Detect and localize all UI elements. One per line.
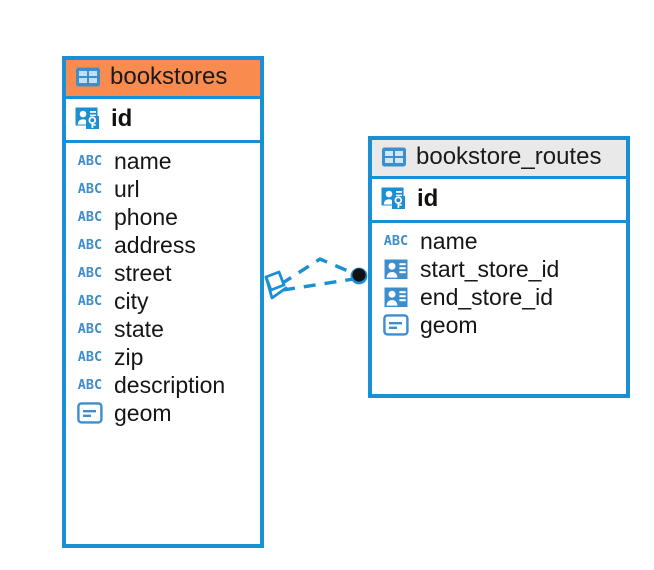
entity-bookstores-header[interactable]: bookstores [66,60,260,96]
field-row[interactable]: ABC url [75,176,252,204]
field-row[interactable]: ABC name [75,148,252,176]
field-row[interactable]: ABC city [75,288,252,316]
entity-bookstores[interactable]: bookstores id [62,56,264,548]
field-name: address [114,231,196,258]
primary-key-icon [75,107,102,130]
field-row[interactable]: end_store_id [381,284,618,312]
field-row[interactable]: ABC address [75,232,252,260]
table-icon [75,66,101,88]
text-type-icon: ABC [77,208,103,225]
field-row[interactable]: ABC street [75,260,252,288]
entity-bookstore-routes-primary-key-label: id [417,184,439,212]
text-type-icon: ABC [77,152,103,169]
entity-bookstore-routes-title: bookstore_routes [416,143,602,170]
primary-key-icon [381,187,408,210]
field-name: name [420,227,478,254]
field-row[interactable]: geom [75,400,252,428]
entity-bookstore-routes-header[interactable]: bookstore_routes [372,140,626,176]
field-name: phone [114,203,178,230]
field-name: street [114,259,172,286]
field-name: geom [420,311,478,338]
entity-bookstore-routes-primary-key-row[interactable]: id [372,175,626,223]
entity-bookstore-routes-field-list: ABC name start_store_id [372,222,626,346]
field-row[interactable]: geom [381,312,618,340]
text-type-icon: ABC [77,236,103,253]
field-name: name [114,147,172,174]
crows-foot-many-marker [264,270,288,300]
geometry-type-icon [381,314,411,336]
filled-circle-one-marker [350,267,368,285]
field-row[interactable]: ABC phone [75,204,252,232]
field-name: zip [114,343,144,370]
entity-bookstores-primary-key-label: id [111,104,133,132]
text-type-icon: ABC [77,348,103,365]
field-row[interactable]: ABC name [381,228,618,256]
field-name: geom [114,399,172,426]
relationship-line-upper [280,257,356,286]
entity-bookstores-primary-key-row[interactable]: id [66,95,260,143]
text-type-icon: ABC [77,264,103,281]
text-type-icon: ABC [77,320,103,337]
field-name: city [114,287,149,314]
text-type-icon: ABC [77,180,103,197]
field-name: state [114,315,164,342]
foreign-key-icon [381,259,411,280]
entity-bookstores-field-list: ABC name ABC url ABC phone ABC address A… [66,142,260,434]
field-name: end_store_id [420,283,553,310]
text-type-icon: ABC [77,292,103,309]
field-row[interactable]: start_store_id [381,256,618,284]
geometry-type-icon [75,402,105,424]
field-name: description [114,371,226,398]
relationship-line-lower [282,277,355,292]
entity-bookstores-title: bookstores [110,63,228,90]
text-type-icon: ABC [77,376,103,393]
entity-bookstore-routes[interactable]: bookstore_routes id [368,136,630,398]
field-row[interactable]: ABC description [75,372,252,400]
table-icon [381,146,407,168]
field-row[interactable]: ABC state [75,316,252,344]
field-name: url [114,175,140,202]
field-row[interactable]: ABC zip [75,344,252,372]
foreign-key-icon [381,287,411,308]
text-type-icon: ABC [383,232,409,249]
field-name: start_store_id [420,255,560,282]
